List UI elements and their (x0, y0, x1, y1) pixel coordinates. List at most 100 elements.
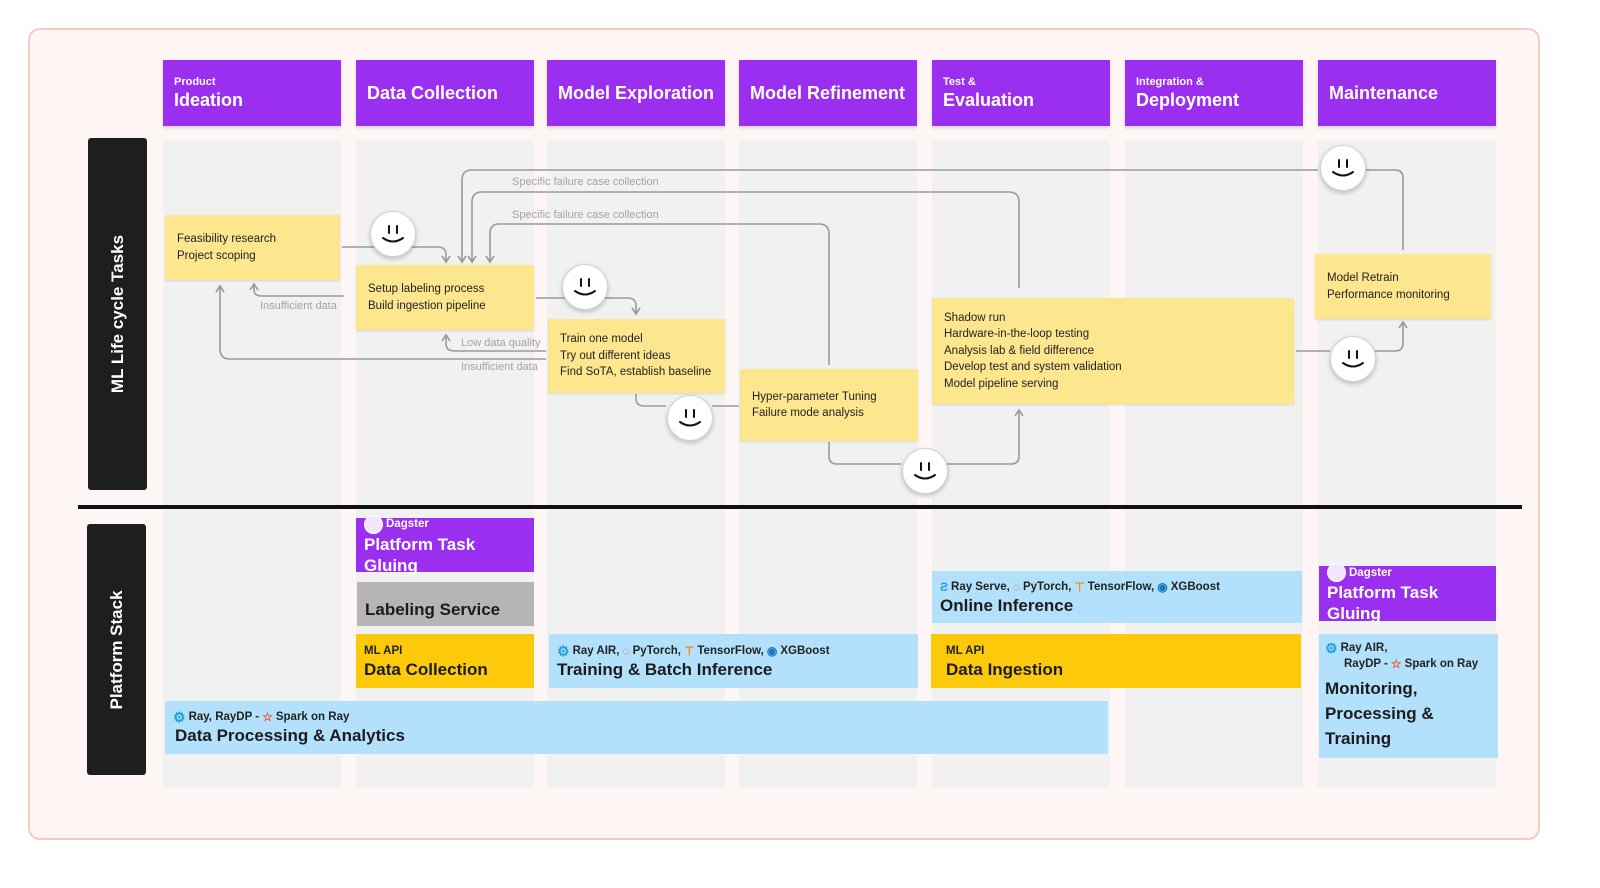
box-title: Platform Task Gluing (364, 534, 476, 575)
arrow-labeling-to-exploration (536, 297, 641, 316)
box-sub-text: XGBoost (1170, 580, 1220, 593)
arrow-maintenance-loop (1365, 169, 1404, 250)
box-sub-text: RayDP - (1344, 658, 1388, 670)
box-sub-text: XGBoost (780, 644, 830, 657)
phase-header-maintenance: Maintenance (1318, 60, 1496, 126)
box-sub-text: Spark on Ray (275, 711, 350, 723)
edge-label-insufficient-2: Insufficient data (461, 361, 538, 373)
tensorflow-icon: ⊤ (1074, 579, 1085, 594)
xgboost-icon: ◉ (1157, 579, 1168, 594)
phase-header-ideation: Product Ideation (163, 60, 341, 126)
phase-title: Maintenance (1329, 83, 1439, 103)
phase-subtitle: Test & (943, 76, 976, 88)
box-subtitle: ⚙ Ray AIR, ◌ PyTorch, ⊤ TensorFlow, ◉ XG… (557, 643, 910, 659)
phase-header-data-collection: Data Collection (356, 60, 534, 126)
phase-header-deployment: Integration & Deployment (1125, 60, 1303, 126)
arrow-ideation-to-labeling (342, 246, 451, 264)
box-sub-text: Dagster (1349, 566, 1392, 579)
sticky-line: Build ingestion pipeline (368, 299, 486, 312)
arrow-failure-mid (467, 191, 1020, 288)
section-divider (78, 505, 1522, 509)
phase-title: Ideation (174, 90, 244, 110)
sticky-line: Setup labeling process (368, 283, 485, 295)
phase-header-test-evaluation: Test & Evaluation (932, 60, 1110, 126)
spark-icon: ☆ (1390, 657, 1402, 671)
sticky-refinement: Hyper-parameter Tuning Failure mode anal… (740, 369, 918, 441)
ray-serve-icon: Ƨ (940, 579, 949, 594)
platform-ml-api-data-collection: ML API Data Collection (356, 634, 534, 688)
box-sub-text: Ray Serve, (951, 580, 1010, 593)
smiley-icon (562, 264, 608, 310)
phase-header-model-exploration: Model Exploration (547, 60, 725, 126)
row-label-platform: Platform Stack (87, 524, 146, 775)
phase-header-model-refinement: Model Refinement (739, 60, 917, 126)
platform-labeling-service: Labeling Service (357, 582, 534, 626)
sticky-line: Train one model (560, 333, 643, 346)
sticky-line: Hardware-in-the-loop testing (944, 328, 1090, 341)
sticky-line: Feasibility research (177, 233, 277, 245)
phase-subtitle: Integration & (1136, 76, 1204, 88)
sticky-test-evaluation: Shadow run Hardware-in-the-loop testing … (932, 298, 1294, 404)
box-subtitle: Ƨ Ray Serve, ◌ PyTorch, ⊤ TensorFlow, ◉ … (940, 579, 1294, 595)
box-sub-text: TensorFlow, (1087, 580, 1155, 593)
phase-subtitle: Product (174, 76, 216, 88)
box-sub-text: TensorFlow, (697, 644, 764, 657)
box-sub-text: PyTorch, (1022, 580, 1072, 593)
sticky-ideation: Feasibility research Project scoping (165, 215, 340, 280)
sticky-line: Performance monitoring (1327, 288, 1450, 301)
box-sub-text: PyTorch, (632, 644, 681, 657)
arrow-insufficient-2 (215, 284, 546, 360)
smiley-icon (667, 395, 713, 441)
box-sub-text: Ray, RayDP - (188, 711, 260, 723)
phase-title: Model Refinement (750, 83, 906, 103)
sticky-line: Failure mode analysis (752, 407, 864, 419)
box-subtitle: ⚙ Ray AIR, (1325, 640, 1490, 656)
edge-label-low-quality: Low data quality (461, 337, 541, 349)
box-title-line: Training (1325, 729, 1392, 748)
sticky-line: Model pipeline serving (944, 377, 1059, 390)
sticky-line: Project scoping (177, 249, 256, 262)
box-sub-text: ML API (364, 644, 403, 657)
smiley-icon (1320, 145, 1366, 191)
arrow-maint-smiley-to-retrain (1375, 320, 1408, 352)
arrow-failure-outer (457, 169, 1318, 264)
box-title: Data Collection (364, 659, 488, 679)
dagster-icon (364, 514, 383, 534)
sticky-line: Analysis lab & field difference (944, 344, 1095, 357)
box-subtitle: RayDP - ☆ Spark on Ray (1325, 656, 1490, 672)
arrow-failure-inner (485, 223, 830, 365)
box-subtitle: Dagster (1327, 563, 1488, 582)
arrow-refine-smiley-to-test (947, 408, 1024, 465)
platform-monitoring-processing-training: ⚙ Ray AIR, RayDP - ☆ Spark on Ray Monito… (1319, 634, 1498, 758)
box-sub-text: Ray AIR, (572, 644, 620, 657)
spark-icon: ☆ (262, 710, 273, 724)
box-title-line: Monitoring, (1325, 679, 1418, 698)
arrow-exploration-to-refinement (635, 394, 666, 407)
smiley-icon (1330, 336, 1376, 382)
smiley-icon (370, 211, 416, 257)
row-label-lifecycle: ML Life cycle Tasks (88, 138, 147, 490)
arrow-refinement-to-test (828, 442, 901, 465)
sticky-line: Hyper-parameter Tuning (752, 390, 877, 403)
box-title-line: Processing & (1325, 704, 1434, 723)
platform-training-batch-inference: ⚙ Ray AIR, ◌ PyTorch, ⊤ TensorFlow, ◉ XG… (549, 634, 918, 688)
sticky-data-collection: Setup labeling process Build ingestion p… (356, 265, 534, 330)
box-title: Training & Batch Inference (557, 659, 773, 679)
ray-icon: ⚙ (1325, 640, 1338, 656)
sticky-maintenance: Model Retrain Performance monitoring (1315, 254, 1491, 319)
pytorch-icon: ◌ (1012, 579, 1020, 594)
box-sub-text: Ray AIR, (1340, 642, 1388, 654)
box-sub-text: Spark on Ray (1404, 658, 1479, 670)
box-title: Labeling Service (365, 600, 501, 619)
platform-data-processing-analytics: ⚙ Ray, RayDP - ☆ Spark on Ray Data Proce… (165, 701, 1108, 754)
box-title: Data Processing & Analytics (175, 726, 405, 745)
edge-label-insufficient-1: Insufficient data (260, 300, 337, 312)
edge-label-failure-inner: Specific failure case collection (512, 209, 659, 221)
platform-online-inference: Ƨ Ray Serve, ◌ PyTorch, ⊤ TensorFlow, ◉ … (932, 571, 1302, 623)
platform-ml-api-data-ingestion: ML API Data Ingestion (931, 634, 1301, 688)
box-subtitle: ⚙ Ray, RayDP - ☆ Spark on Ray (173, 709, 1100, 725)
arrow-low-quality (441, 333, 546, 352)
sticky-line: Try out different ideas (560, 349, 671, 362)
arrow-insufficient-1 (249, 282, 344, 297)
